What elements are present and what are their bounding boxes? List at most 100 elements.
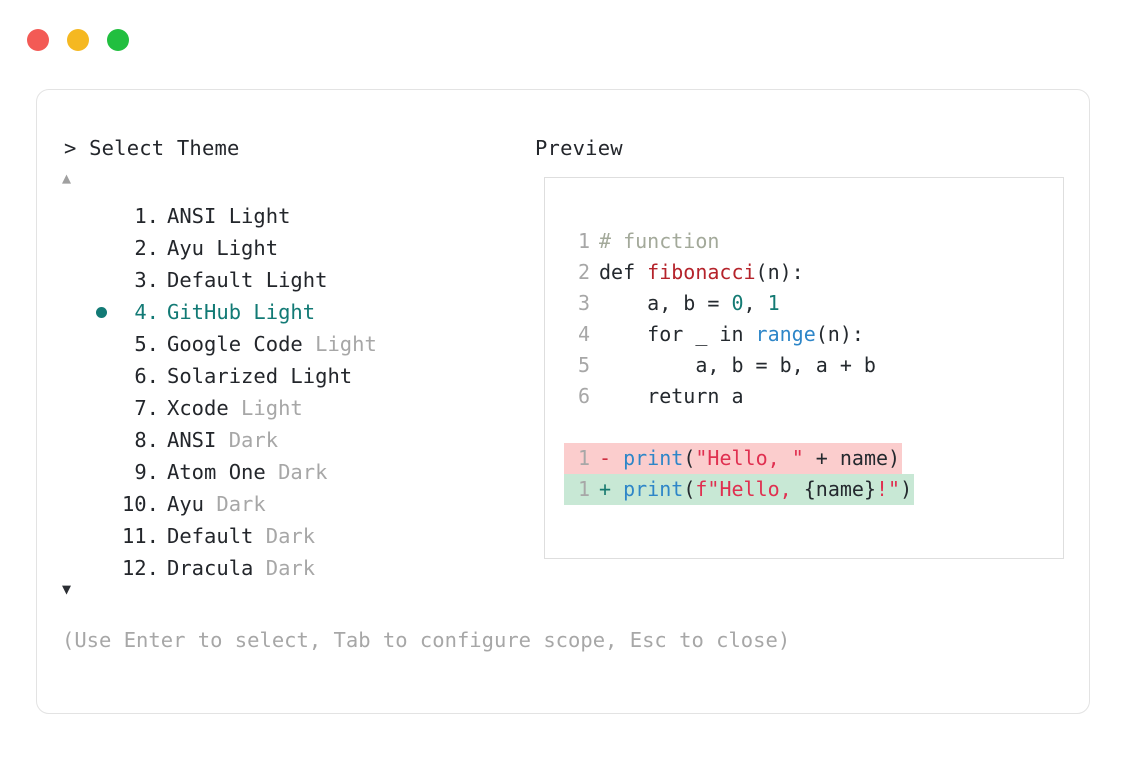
code-line-number: 2: [577, 260, 590, 284]
theme-item-variant: Dark: [216, 428, 279, 452]
theme-item-label: GitHub Light: [167, 300, 316, 324]
code-token-plain: {name}: [803, 477, 876, 501]
code-line-number: 5: [577, 353, 590, 377]
theme-item-label: Atom One Dark: [167, 460, 328, 484]
theme-item-number: 2.: [134, 236, 159, 260]
code-token-str: "Hello, ": [695, 446, 804, 470]
code-line-number: 3: [577, 291, 590, 315]
code-line-text: for _ in range(n):: [590, 319, 864, 350]
theme-list-item[interactable]: 6. Solarized Light: [37, 360, 507, 392]
code-line-number: 1: [564, 443, 590, 474]
close-window-button[interactable]: [27, 29, 49, 51]
theme-item-variant: Light: [241, 300, 316, 324]
theme-item-number: 3.: [134, 268, 159, 292]
code-token-str: !": [875, 477, 901, 501]
keyboard-hint: (Use Enter to select, Tab to configure s…: [62, 628, 791, 652]
code-token-comment: # function: [599, 229, 720, 253]
code-line: 1- print("Hello, " + name): [564, 443, 1063, 474]
code-token-fn: fibonacci: [647, 260, 756, 284]
scroll-up-icon[interactable]: ▲: [62, 169, 72, 187]
code-token-plain: for _ in: [599, 322, 756, 346]
theme-item-number: 5.: [134, 332, 159, 356]
code-token-str: f"Hello,: [695, 477, 804, 501]
code-line-text: return a: [590, 381, 744, 412]
code-line: 1 # function: [564, 226, 1063, 257]
code-token-plain: a, b = b, a + b: [599, 353, 876, 377]
code-token-plain: + name): [803, 446, 901, 470]
theme-list-item[interactable]: 7. Xcode Light: [37, 392, 507, 424]
theme-item-variant: Light: [278, 364, 353, 388]
theme-item-variant: Dark: [265, 460, 328, 484]
theme-list-item[interactable]: 2. Ayu Light: [37, 232, 507, 264]
theme-list-item[interactable]: 8.ANSI Dark: [37, 424, 507, 456]
theme-list-item[interactable]: 4.GitHub Light: [37, 296, 507, 328]
theme-item-label: Ayu Dark: [167, 492, 266, 516]
minimize-window-button[interactable]: [67, 29, 89, 51]
code-token-add: +: [599, 477, 624, 501]
code-line-text: a, b = b, a + b: [590, 350, 876, 381]
theme-item-variant: Dark: [204, 492, 266, 516]
theme-list-item[interactable]: 10. Ayu Dark: [37, 488, 507, 520]
code-line-blank: [564, 412, 1063, 443]
code-token-builtin: print: [623, 446, 684, 470]
code-line-text: - print("Hello, " + name): [590, 443, 903, 474]
theme-item-label: Ayu Light: [167, 236, 279, 260]
code-line-number: 4: [577, 322, 590, 346]
code-line: 1+ print(f"Hello, {name}!"): [564, 474, 1063, 505]
theme-item-number: 7.: [134, 396, 159, 420]
window-controls: [27, 29, 129, 51]
code-token-builtin: print: [623, 477, 684, 501]
code-token-plain: ,: [743, 291, 768, 315]
theme-item-variant: Light: [302, 332, 377, 356]
code-token-kw: def: [599, 260, 648, 284]
theme-item-label: Dracula Dark: [167, 556, 316, 580]
theme-list-item[interactable]: 5. Google Code Light: [37, 328, 507, 360]
code-token-plain: (n):: [815, 322, 864, 346]
theme-item-variant: Light: [216, 204, 291, 228]
code-line-number: 6: [577, 384, 590, 408]
theme-item-label: Google Code Light: [167, 332, 377, 356]
selected-bullet-icon: [96, 307, 107, 318]
theme-list-item[interactable]: 12. Dracula Dark: [37, 552, 507, 584]
code-token-plain: (n):: [755, 260, 804, 284]
theme-list-item[interactable]: 3. Default Light: [37, 264, 507, 296]
code-token-plain: (: [683, 446, 696, 470]
code-token-plain: a, b =: [599, 291, 732, 315]
code-token-builtin: range: [755, 322, 816, 346]
theme-item-variant: Light: [253, 268, 328, 292]
theme-list-item[interactable]: 11.Default Dark: [37, 520, 507, 552]
theme-item-label: Default Light: [167, 268, 328, 292]
theme-item-label: Xcode Light: [167, 396, 303, 420]
code-line: 5 a, b = b, a + b: [564, 350, 1063, 381]
code-line-number: 1: [577, 229, 590, 253]
theme-item-number: 9.: [134, 460, 159, 484]
theme-item-variant: Light: [228, 396, 303, 420]
maximize-window-button[interactable]: [107, 29, 129, 51]
theme-list-item[interactable]: 9. Atom One Dark: [37, 456, 507, 488]
theme-item-number: 6.: [134, 364, 159, 388]
code-line: 6 return a: [564, 381, 1063, 412]
code-token-plain: return a: [599, 384, 744, 408]
theme-list-item[interactable]: 1.ANSI Light: [37, 200, 507, 232]
page-title: > Select Theme: [64, 136, 240, 160]
theme-item-number: 12.: [121, 556, 159, 580]
code-token-del: -: [599, 446, 624, 470]
preview-panel-title: Preview: [535, 136, 623, 160]
code-line-number: 1: [564, 474, 590, 505]
code-line-text: def fibonacci(n):: [590, 257, 804, 288]
theme-item-variant: Dark: [253, 556, 316, 580]
scroll-down-icon[interactable]: ▼: [62, 580, 72, 598]
theme-item-label: Solarized Light: [167, 364, 353, 388]
theme-item-variant: Light: [204, 236, 279, 260]
theme-item-label: ANSI Light: [167, 204, 291, 228]
code-token-num: 1: [767, 291, 780, 315]
code-line-text: # function: [590, 226, 719, 257]
code-line-text: a, b = 0, 1: [590, 288, 780, 319]
theme-item-variant: Dark: [253, 524, 316, 548]
code-line: 4 for _ in range(n):: [564, 319, 1063, 350]
theme-item-number: 10.: [121, 492, 159, 516]
